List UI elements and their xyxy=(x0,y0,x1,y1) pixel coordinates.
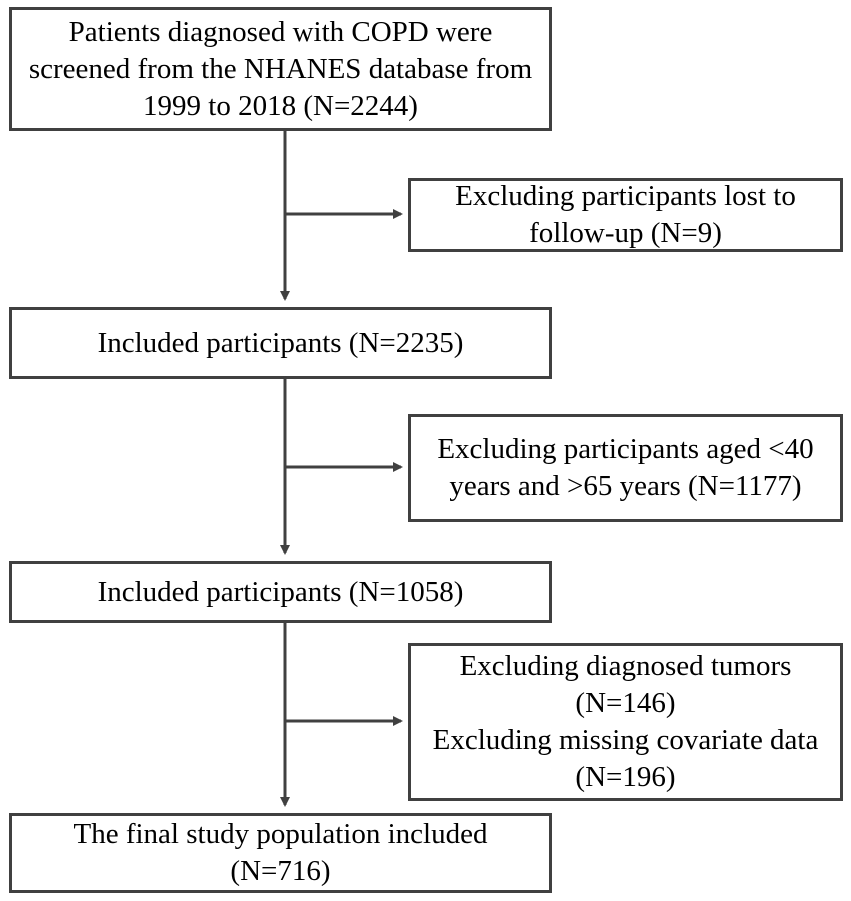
box-included-1: Included participants (N=2235) xyxy=(9,307,552,379)
box-excl-age-line-2: years and >65 years (N=1177) xyxy=(449,470,802,502)
box-excl-lost-line-2: follow-up (N=9) xyxy=(529,217,722,249)
box-screened-line-1: Patients diagnosed with COPD were xyxy=(68,15,493,48)
box-excl-age-line-1: Excluding participants aged <40 xyxy=(437,433,814,465)
box-excl-tumor-covariate-line-3: Excluding missing covariate data xyxy=(432,724,819,756)
box-final: The final study population included (N=7… xyxy=(9,813,552,893)
box-included-2-line-1: Included participants (N=1058) xyxy=(97,575,464,608)
box-final-line-1: The final study population included xyxy=(73,818,488,850)
box-excl-lost: Excluding participants lost to follow-up… xyxy=(408,178,843,252)
box-screened-line-3: 1999 to 2018 (N=2244) xyxy=(143,89,418,122)
box-excl-tumor-covariate-line-2: (N=146) xyxy=(575,687,676,719)
box-screened-line-2: screened from the NHANES database from xyxy=(28,52,533,85)
box-excl-lost-line-1: Excluding participants lost to xyxy=(455,180,796,212)
box-included-1-line-1: Included participants (N=2235) xyxy=(97,326,464,359)
box-included-2: Included participants (N=1058) xyxy=(9,561,552,623)
box-screened: Patients diagnosed with COPD were screen… xyxy=(9,7,552,131)
box-excl-tumor-covariate-line-4: (N=196) xyxy=(575,761,676,793)
box-excl-tumor-covariate: Excluding diagnosed tumors (N=146) Exclu… xyxy=(408,643,843,801)
box-excl-tumor-covariate-line-1: Excluding diagnosed tumors xyxy=(459,650,792,682)
box-excl-age: Excluding participants aged <40 years an… xyxy=(408,414,843,522)
box-final-line-2: (N=716) xyxy=(230,855,331,887)
